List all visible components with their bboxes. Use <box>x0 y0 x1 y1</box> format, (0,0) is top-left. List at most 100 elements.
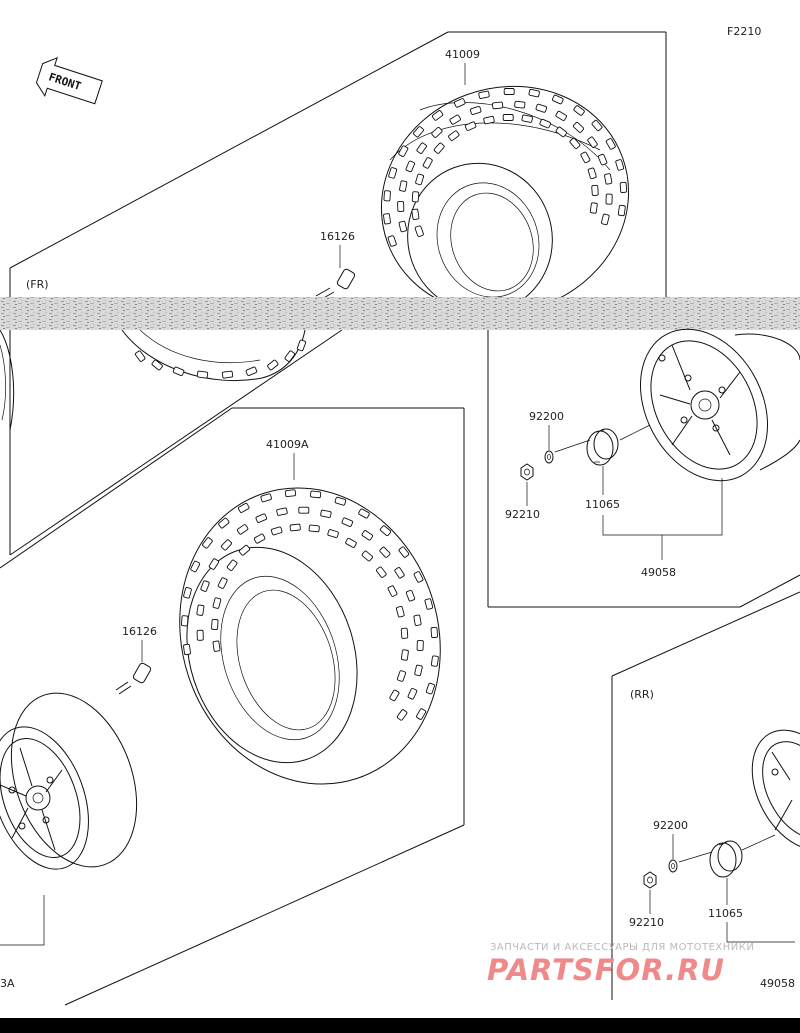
front-tire-fragment-tread <box>134 339 307 379</box>
front-washer-label: 92200 <box>529 410 564 423</box>
tread-block <box>416 639 424 652</box>
tread-block <box>464 121 477 131</box>
watermark-tagline: ЗАПЧАСТИ И АКСЕССУАРЫ ДЛЯ МОТОТЕХНИКИ <box>490 942 754 953</box>
tread-block <box>552 94 564 105</box>
tread-block <box>221 539 232 551</box>
tread-block <box>211 618 219 631</box>
tread-block <box>394 567 405 579</box>
rear-wheel-partial-label: 3A <box>0 977 15 990</box>
tread-block <box>217 577 228 589</box>
tread-block <box>400 627 409 639</box>
tread-block <box>469 106 482 115</box>
tread-block <box>617 204 626 217</box>
tread-block <box>424 598 434 610</box>
tread-block <box>413 614 422 626</box>
tread-block <box>284 350 296 362</box>
tread-block <box>183 587 192 599</box>
tread-block <box>431 126 443 138</box>
tread-block <box>601 213 610 226</box>
rear-tire <box>179 487 441 785</box>
tread-block <box>514 100 526 109</box>
rear-hub-cap <box>709 840 743 878</box>
front-wheel-frame <box>487 330 800 608</box>
tread-block <box>431 110 444 121</box>
watermark-logo: PARTSFOR.RU <box>487 953 725 987</box>
tread-block <box>539 118 551 129</box>
tread-block <box>212 597 222 609</box>
tread-block <box>334 496 347 506</box>
tread-block <box>407 688 418 700</box>
rear-tire-frame <box>0 407 465 1006</box>
tread-block <box>555 110 567 121</box>
rear-valve-stem <box>115 662 152 695</box>
tread-block <box>398 546 410 558</box>
figure-code: F2210 <box>727 25 761 38</box>
tread-block <box>298 506 310 514</box>
tread-block <box>502 114 514 121</box>
tread-block <box>422 157 433 169</box>
front-wheel-partial <box>0 329 15 431</box>
tread-block <box>413 126 424 138</box>
tread-block <box>398 145 409 157</box>
tread-block <box>591 184 599 196</box>
front-arrow-icon <box>35 56 103 105</box>
rear-valve-label: 16126 <box>122 625 157 638</box>
tread-block <box>183 643 191 656</box>
tread-block <box>345 537 357 548</box>
tread-block <box>591 119 603 132</box>
tread-block <box>284 489 297 498</box>
tread-block <box>597 153 608 166</box>
tread-block <box>267 359 279 371</box>
tread-block <box>555 126 567 138</box>
tread-block <box>604 173 613 185</box>
tread-block <box>492 101 504 110</box>
tread-block <box>430 626 438 639</box>
front-valve-stem <box>315 268 356 301</box>
tread-block <box>310 490 322 499</box>
tread-block <box>270 526 283 536</box>
tread-block <box>569 137 581 149</box>
tread-block <box>226 559 238 571</box>
rear-tire-tread <box>181 489 439 721</box>
tread-block <box>151 359 163 371</box>
rear-nut-label: 92210 <box>629 916 664 929</box>
tread-block <box>253 533 266 544</box>
tread-block <box>615 159 625 171</box>
tread-block <box>387 585 398 597</box>
tread-block <box>483 115 495 125</box>
tread-block <box>405 160 415 173</box>
tread-block <box>448 130 460 141</box>
tread-block <box>376 566 387 578</box>
torn-band <box>0 297 800 330</box>
tread-block <box>361 550 373 562</box>
tread-block <box>396 709 408 721</box>
tread-block <box>308 524 320 533</box>
tread-block <box>202 537 213 549</box>
tread-block <box>387 235 397 247</box>
tread-block <box>190 560 201 573</box>
tread-block <box>397 200 405 213</box>
tread-block <box>289 523 301 532</box>
tread-block <box>361 530 373 541</box>
front-tire-fragment <box>121 329 306 382</box>
tread-block <box>396 670 407 682</box>
rear-washer-label: 92200 <box>653 819 688 832</box>
tread-block <box>605 193 613 205</box>
tread-block <box>172 366 185 376</box>
rear-wheel-label: 49058 <box>760 977 795 990</box>
tread-block <box>276 507 288 516</box>
tread-block <box>358 508 370 519</box>
tread-block <box>395 605 405 618</box>
tread-block <box>398 220 408 233</box>
tread-block <box>405 589 416 602</box>
tread-block <box>580 151 591 164</box>
tread-block <box>478 90 490 99</box>
tread-block <box>237 502 250 513</box>
front-group-label: (FR) <box>26 278 49 291</box>
tread-block <box>414 664 423 677</box>
rear-tire-label: 41009A <box>266 438 309 451</box>
tread-block <box>587 136 598 148</box>
tread-block <box>255 513 268 523</box>
tread-block <box>327 529 339 539</box>
front-cap-label: 11065 <box>585 498 620 511</box>
